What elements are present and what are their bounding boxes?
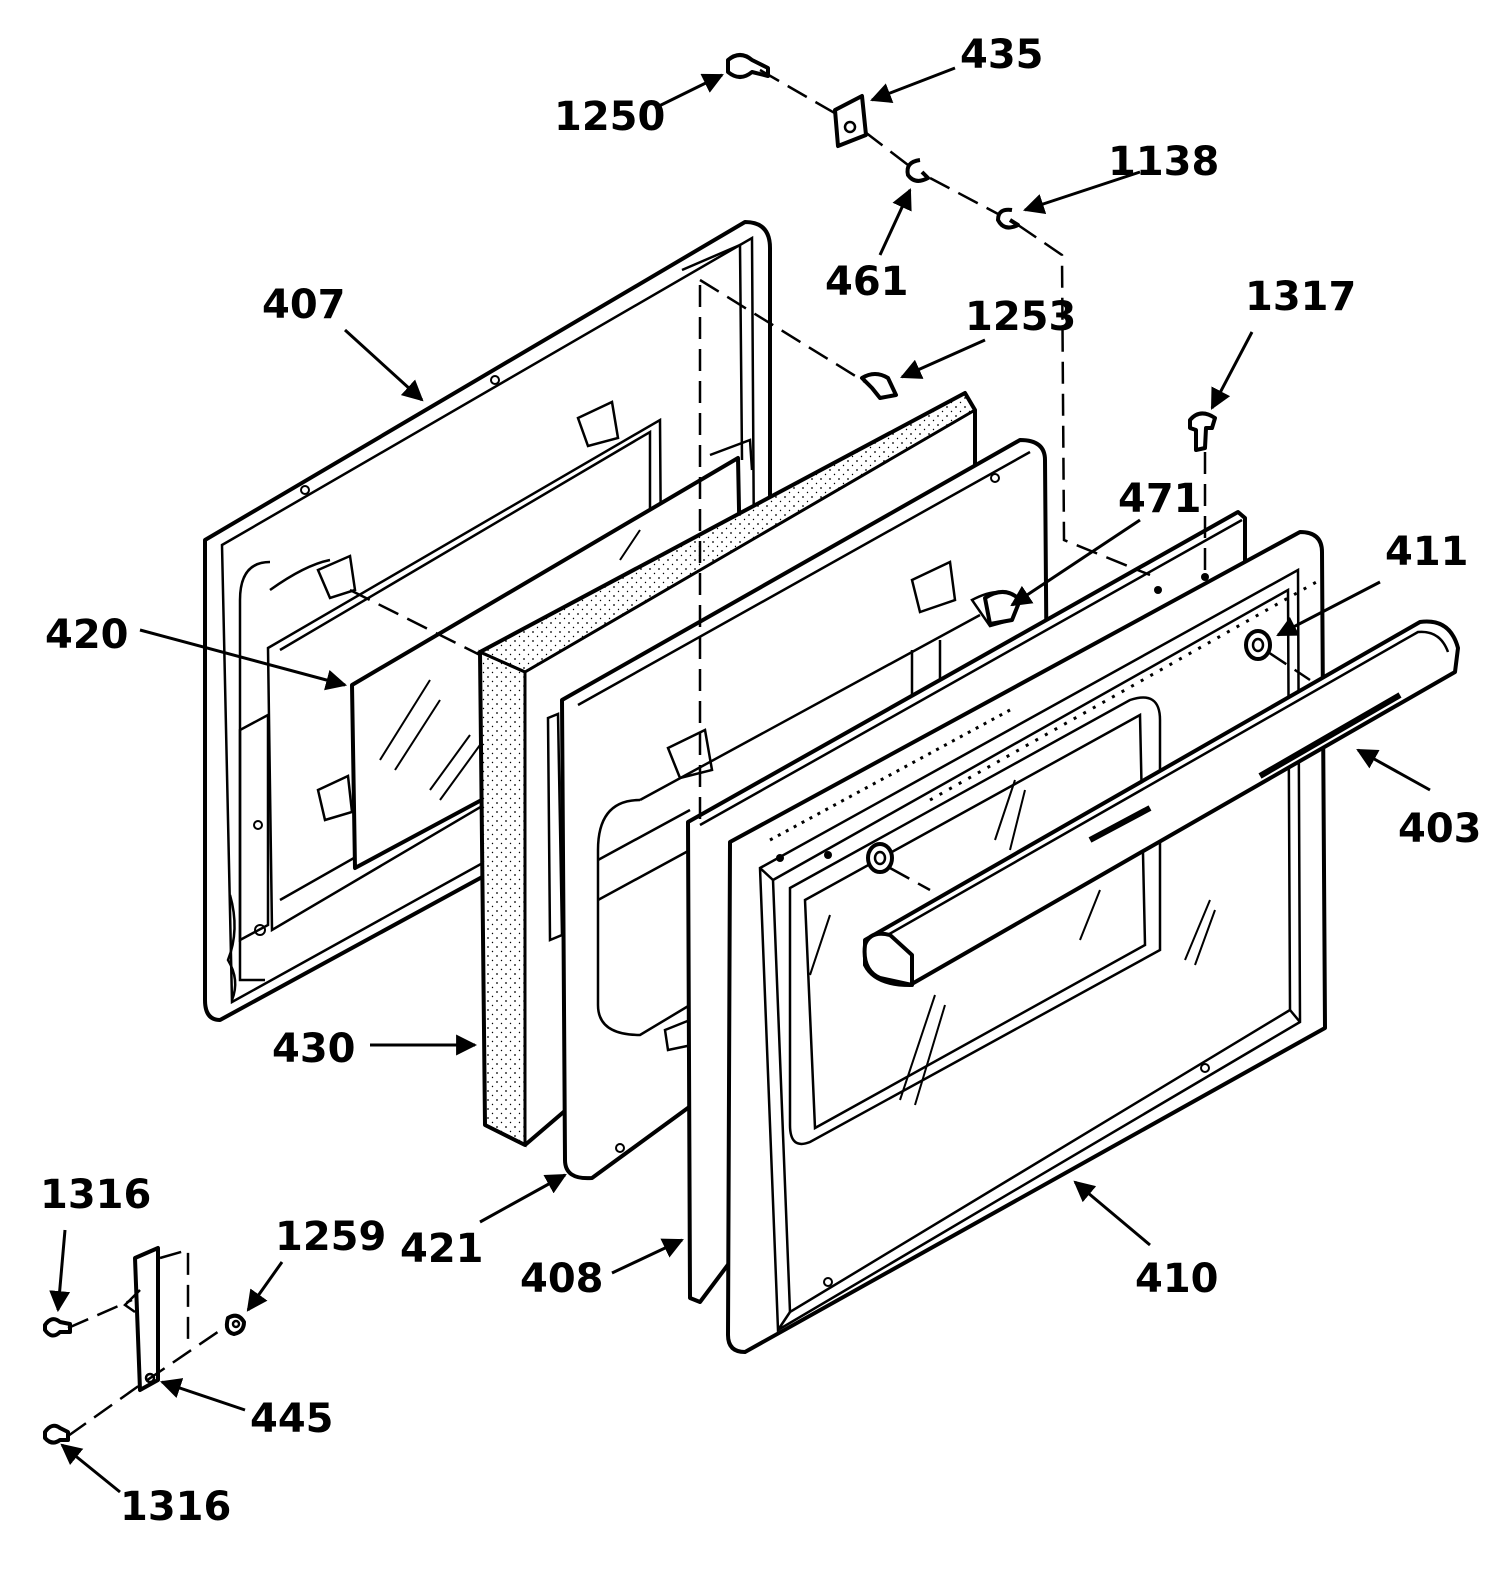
callout-461: 461 bbox=[825, 259, 909, 305]
callout-1138: 1138 bbox=[1108, 139, 1219, 185]
handle-403 bbox=[862, 619, 1460, 987]
callout-1259: 1259 bbox=[275, 1214, 386, 1260]
screw-1253 bbox=[860, 372, 898, 400]
spacer-411 bbox=[866, 629, 1272, 874]
callout-410: 410 bbox=[1135, 1256, 1219, 1302]
callout-1250: 1250 bbox=[554, 94, 665, 140]
callout-1316-bottom: 1316 bbox=[120, 1484, 231, 1530]
washer-461 bbox=[905, 158, 930, 183]
screw-1317 bbox=[1188, 411, 1217, 452]
outer-door-frame-410 bbox=[726, 530, 1327, 1354]
nut-1259 bbox=[224, 1313, 246, 1336]
callout-445: 445 bbox=[250, 1396, 334, 1442]
callout-408: 408 bbox=[520, 1256, 604, 1302]
callout-1317: 1317 bbox=[1245, 274, 1356, 320]
callout-471: 471 bbox=[1118, 476, 1202, 522]
callout-1253: 1253 bbox=[965, 294, 1076, 340]
callout-labels: 1250 435 1138 461 407 1253 1317 471 411 … bbox=[40, 32, 1482, 1530]
callout-430: 430 bbox=[272, 1026, 356, 1072]
callout-1316-top: 1316 bbox=[40, 1172, 151, 1218]
screw-1316-top bbox=[43, 1317, 72, 1338]
callout-421: 421 bbox=[400, 1226, 484, 1272]
leader-arrows bbox=[49, 66, 1431, 1494]
callout-420: 420 bbox=[45, 612, 129, 658]
washer-1138 bbox=[996, 207, 1020, 230]
callout-407: 407 bbox=[262, 282, 346, 328]
hinge-bracket-435 bbox=[833, 94, 868, 148]
callout-403: 403 bbox=[1398, 806, 1482, 852]
callout-435: 435 bbox=[960, 32, 1044, 78]
hinge-445 bbox=[123, 1246, 160, 1392]
callout-411: 411 bbox=[1385, 529, 1469, 575]
screw-1250 bbox=[726, 53, 770, 79]
assembly-lines bbox=[67, 68, 1311, 1438]
screw-1316-bottom bbox=[43, 1423, 70, 1445]
